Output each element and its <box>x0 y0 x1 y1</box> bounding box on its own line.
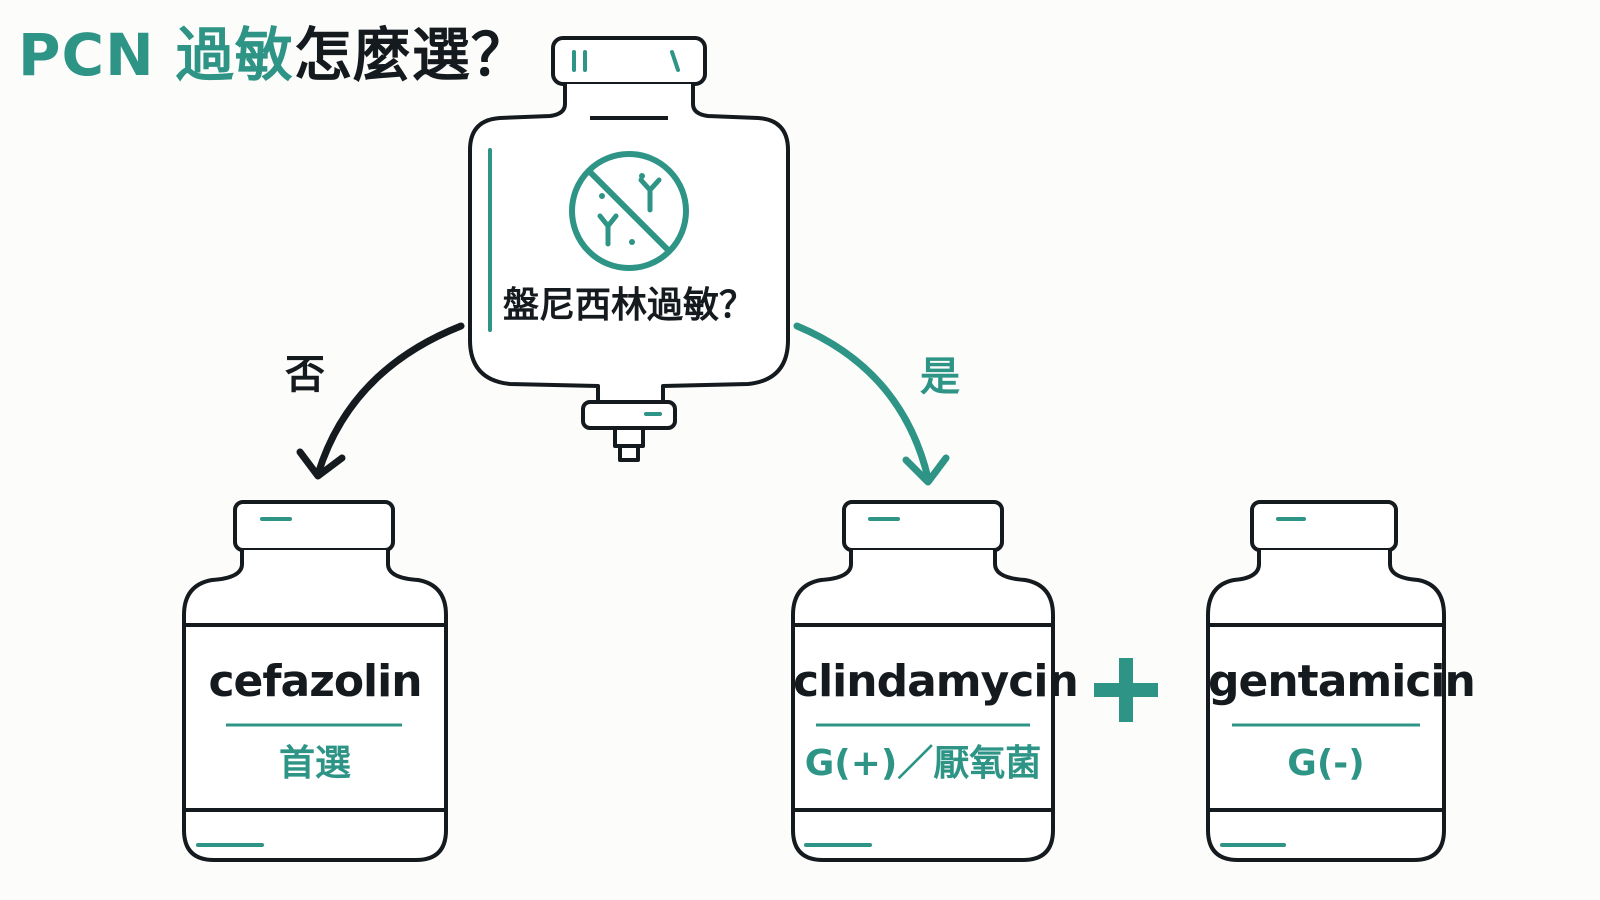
arrow-no <box>296 322 465 480</box>
page-title: PCN 過敏怎麼選？ <box>18 26 530 84</box>
branch-yes-label: 是 <box>920 354 960 400</box>
bottle-cefazolin <box>182 500 448 862</box>
drug-note-clindamycin: G(+)／厭氧菌 <box>804 743 1042 784</box>
bottle-gentamicin <box>1206 500 1446 862</box>
title-accent: PCN 過敏 <box>18 21 294 89</box>
drug-name-gentamicin: gentamicin <box>1208 656 1476 707</box>
drug-name-cefazolin: cefazolin <box>208 656 422 707</box>
title-rest: 怎麼選？ <box>293 21 530 89</box>
drug-name-clindamycin: clindamycin <box>793 656 1079 707</box>
arrow-yes <box>793 322 950 486</box>
plus-icon <box>1094 658 1158 722</box>
branch-no-label: 否 <box>285 352 325 398</box>
drug-note-cefazolin: 首選 <box>278 743 351 784</box>
drug-note-gentamicin: G(-) <box>1287 743 1365 784</box>
question-label: 盤尼西林過敏？ <box>502 285 755 326</box>
no-antibody-icon <box>569 151 689 271</box>
bottle-clindamycin <box>791 500 1055 862</box>
iv-bag-highlights <box>488 50 680 416</box>
iv-bag <box>468 36 790 462</box>
